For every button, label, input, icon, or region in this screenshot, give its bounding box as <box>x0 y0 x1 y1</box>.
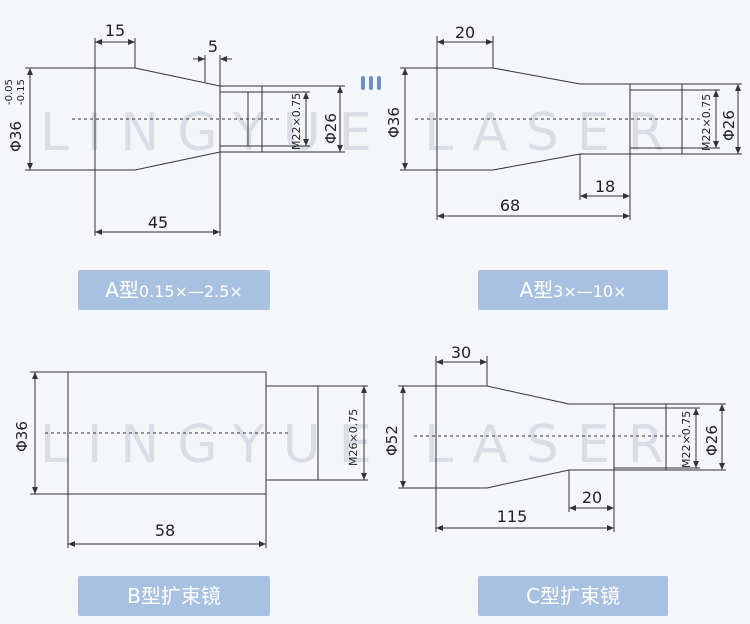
c-dim-step-len: 20 <box>582 488 602 507</box>
separator-dots-icon <box>361 76 381 90</box>
a1-dim-taper-len: 5 <box>208 37 218 56</box>
a1-dim-tol-lower: -0.15 <box>16 79 27 105</box>
drawing-c-type <box>398 356 726 532</box>
a1-dim-thread: M22×0.75 <box>290 93 303 150</box>
label-a1-sub: 0.15×—2.5× <box>138 282 243 301</box>
b-dim-thread: M26×0.75 <box>347 409 360 466</box>
a1-dim-dia-small: Φ26 <box>322 113 340 144</box>
watermark-bottom: LINGYUE LASER <box>40 415 682 475</box>
drawing-a-type-large <box>400 36 742 220</box>
drawing-b-type <box>30 371 368 548</box>
label-a-type-large: A型3×—10× <box>478 270 668 310</box>
b-dim-dia-main: Φ36 <box>13 421 31 452</box>
label-c-main: C型扩束镜 <box>526 584 620 608</box>
a1-dim-total-len: 45 <box>148 213 168 232</box>
label-a2-sub: 3×—10× <box>553 282 627 301</box>
a2-dim-dia-small: Φ26 <box>720 110 738 141</box>
c-dim-total-len: 115 <box>497 507 528 526</box>
c-dim-dia-main: Φ52 <box>383 425 401 456</box>
c-dim-top-len: 30 <box>451 343 471 362</box>
a2-dim-thread: M22×0.75 <box>700 94 713 151</box>
c-dim-thread: M22×0.75 <box>680 411 693 468</box>
a2-dim-top-len: 20 <box>455 23 475 42</box>
a1-dim-top-len: 15 <box>105 21 125 40</box>
a2-dim-dia-main: Φ36 <box>385 107 403 138</box>
a2-dim-total-len: 68 <box>500 196 520 215</box>
label-c-type: C型扩束镜 <box>478 576 668 616</box>
a1-dim-dia-main: Φ36 <box>7 121 25 152</box>
label-b-main: B型扩束镜 <box>127 584 221 608</box>
label-a-type-small: A型0.15×—2.5× <box>78 270 270 310</box>
c-dim-dia-small: Φ26 <box>703 425 721 456</box>
label-b-type: B型扩束镜 <box>78 576 270 616</box>
watermark-top: LINGYUE LASER <box>40 103 682 163</box>
label-a2-main: A型 <box>519 278 554 302</box>
a1-dim-tol-upper: -0.05 <box>4 79 15 105</box>
a2-dim-step-len: 18 <box>595 177 615 196</box>
b-dim-total-len: 58 <box>155 521 175 540</box>
label-a1-main: A型 <box>105 278 139 302</box>
drawing-a-type-small <box>25 38 345 236</box>
